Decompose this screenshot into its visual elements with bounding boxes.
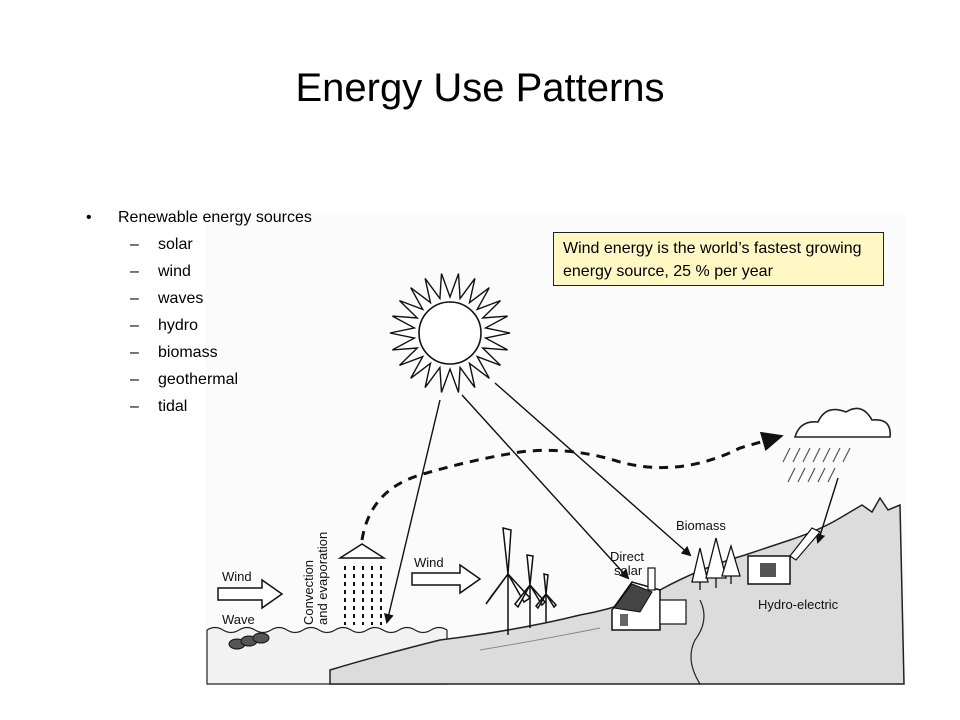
label-biomass: Biomass <box>676 518 726 533</box>
source-item-waves: –waves <box>86 285 312 312</box>
source-item-hydro: –hydro <box>86 312 312 339</box>
label-wave: Wave <box>222 612 255 627</box>
source-label: wind <box>158 263 191 280</box>
label-wind-left: Wind <box>222 569 252 584</box>
source-label: solar <box>158 236 193 253</box>
slide-title: Energy Use Patterns <box>295 66 665 110</box>
label-convection: Convection <box>301 560 316 625</box>
bullet-main-label: Renewable energy sources <box>118 209 312 226</box>
label-direct: Direct <box>610 549 644 564</box>
bullet-dot: • <box>86 209 92 226</box>
biomass-trees-icon <box>691 537 741 590</box>
sun-disc <box>418 301 482 365</box>
bullet-list: • Renewable energy sources –solar –wind … <box>86 204 312 420</box>
source-label: geothermal <box>158 371 239 388</box>
sun-arrow-sea <box>383 399 441 624</box>
callout-box: Wind energy is the world’s fastest growi… <box>553 232 884 286</box>
label-wind-mid: Wind <box>414 555 444 570</box>
source-label: hydro <box>158 317 199 334</box>
bullet-main: • Renewable energy sources <box>86 204 312 231</box>
geothermal-line <box>690 599 705 685</box>
label-solar: solar <box>614 563 643 578</box>
sun-arrow-solar <box>461 394 630 580</box>
source-label: biomass <box>158 344 218 361</box>
source-label: waves <box>158 290 204 307</box>
source-item-biomass: –biomass <box>86 339 312 366</box>
source-item-wind: –wind <box>86 258 312 285</box>
sun-arrow-biomass <box>494 382 692 557</box>
wind-turbine-icon <box>485 527 558 635</box>
wave-machine-icon <box>228 632 270 650</box>
river <box>479 627 601 651</box>
solar-house-icon <box>611 567 687 631</box>
wind-arrow-mid <box>411 563 482 595</box>
label-evaporation: and evaporation <box>315 532 330 625</box>
cloud-icon <box>782 407 891 483</box>
sun-icon <box>389 273 511 393</box>
wind-arrow-left <box>217 578 284 610</box>
source-label: tidal <box>158 398 188 415</box>
source-item-solar: –solar <box>86 231 312 258</box>
evaporation-icon <box>337 543 387 625</box>
evaporation-arrow <box>360 431 784 541</box>
label-hydro: Hydro-electric <box>758 597 839 612</box>
hydro-plant-icon <box>747 527 821 585</box>
source-item-tidal: –tidal <box>86 393 312 420</box>
rain-arrow-hydro <box>815 477 839 544</box>
source-item-geothermal: –geothermal <box>86 366 312 393</box>
